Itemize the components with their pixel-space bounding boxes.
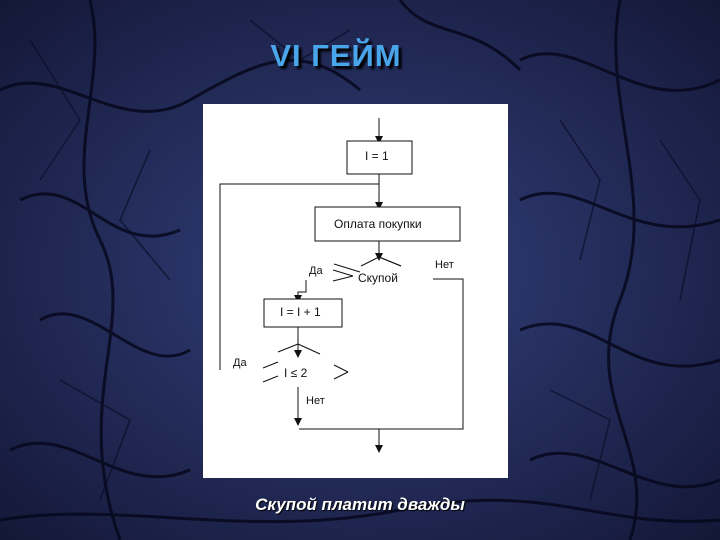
decision-1-yes-line [294, 280, 307, 303]
decision-1-no-line [299, 278, 464, 430]
slide-caption: Скупой платит дважды [255, 495, 465, 514]
decision-2-no-label: Нет [306, 395, 325, 407]
decision-2-label: I ≤ 2 [284, 366, 308, 380]
increment-box-label: I = I + 1 [280, 305, 321, 319]
decision-1-no-label: Нет [435, 259, 454, 271]
slide-title: VI ГЕЙМ [270, 38, 402, 73]
flowchart-diagram [219, 118, 464, 453]
init-box-label: I = 1 [365, 149, 389, 163]
process-box [314, 206, 461, 242]
decision-1-yes-label: Да [309, 265, 323, 277]
increment-box [263, 298, 343, 328]
decision-1-label: Скупой [358, 271, 398, 285]
decision-1-shape [332, 256, 402, 282]
decision-2-shape [262, 343, 349, 383]
process-box-label: Оплата покупки [334, 217, 422, 231]
loop-back-line [219, 183, 379, 370]
init-box [346, 140, 413, 175]
flowchart-panel: I = 1 Оплата покупки Скупой Да Нет I = I… [203, 104, 508, 478]
decision-2-yes-label: Да [233, 357, 247, 369]
